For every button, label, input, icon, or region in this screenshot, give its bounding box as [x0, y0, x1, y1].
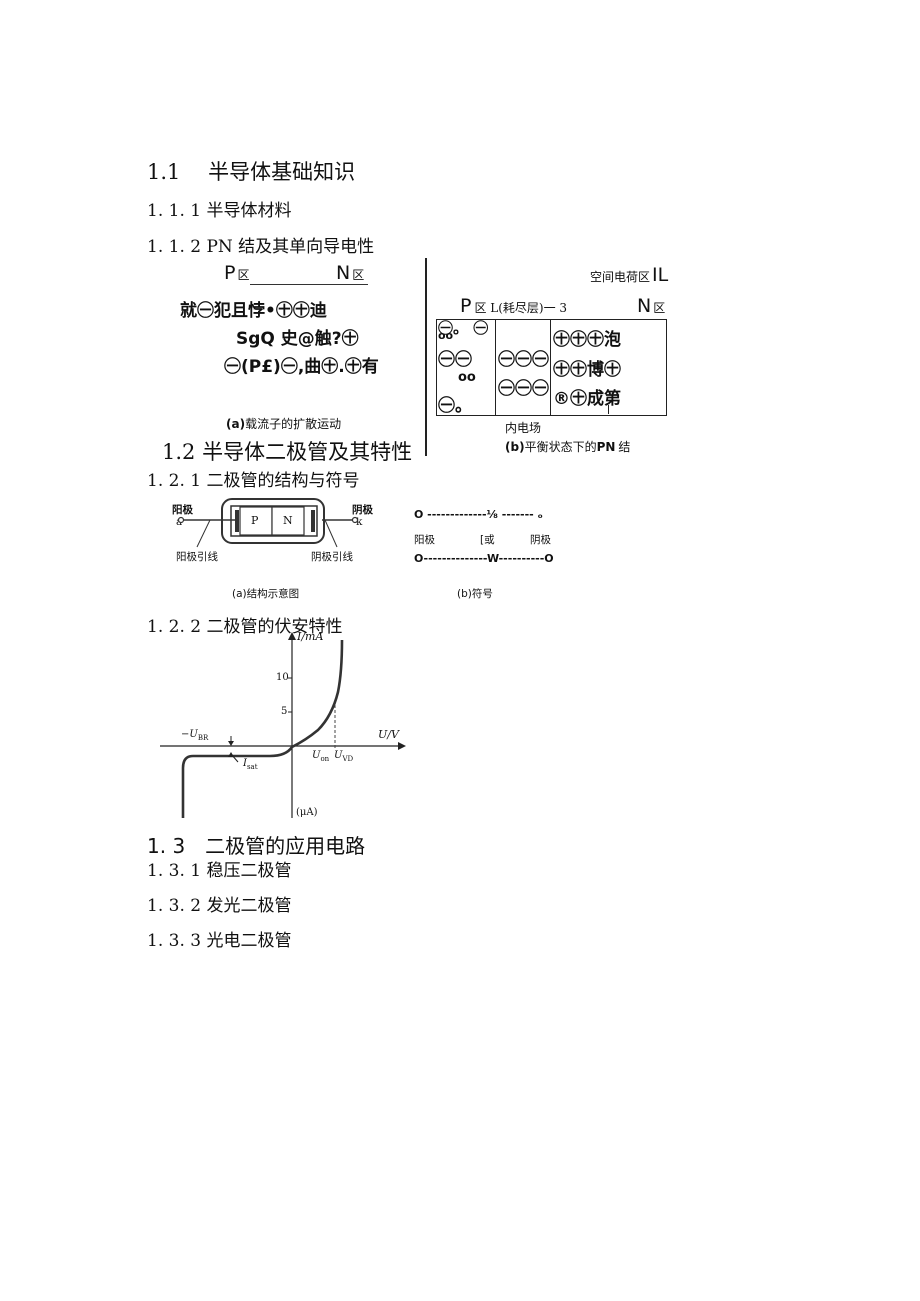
y-tick-label-10: 10 — [276, 672, 289, 683]
diode-package — [221, 498, 325, 544]
heading-1-3-3: 1. 3. 3 光电二极管 — [147, 931, 292, 951]
cathode-letter: k — [356, 516, 363, 528]
anode-lead-pointer — [196, 519, 211, 548]
symbol-line-1: O -------------⅛ ------- ₒ — [414, 508, 543, 521]
heading-1-1-2: 1. 1. 2 PN 结及其单向导电性 — [147, 237, 375, 257]
heading-1-3-2: 1. 3. 2 发光二极管 — [147, 896, 292, 916]
anode-label: 阳极 — [172, 504, 193, 516]
heading-1-3: 1. 3 二极管的应用电路 — [147, 834, 366, 858]
p-cell-row-1: ㊀。 ㊀ — [438, 319, 489, 337]
isat-pointer — [230, 753, 239, 763]
p-cell-row-4: ㊀。 — [438, 396, 472, 416]
tick-mark — [608, 405, 609, 414]
junction-right-boundary — [550, 319, 552, 416]
depletion-neg-row-2: ㊀㊀㊀ — [498, 379, 549, 399]
cathode-lead-label: 阴极引线 — [311, 551, 353, 563]
p-cell-row-3: oo — [458, 370, 476, 385]
n-block-label: N — [283, 514, 293, 527]
cathode-terminal — [351, 516, 359, 524]
symbol-mid-label: [或 — [480, 534, 495, 546]
symbol-anode-label: 阳极 — [414, 534, 435, 546]
n-region-block — [271, 506, 305, 536]
n-cell-row-3: ®㊉成第 — [553, 389, 621, 409]
cathode-electrode — [311, 510, 315, 532]
p-cell-row-0: oo — [438, 329, 454, 342]
p-cell-row-2: ㊀㊀ — [438, 350, 472, 370]
heading-1-2-2: 1. 2. 2 二极管的伏安特性 — [147, 617, 343, 637]
heading-1-1-1: 1. 1. 1 半导体材料 — [147, 201, 292, 221]
heading-1-3-1: 1. 3. 1 稳压二极管 — [147, 861, 292, 881]
cathode-label: 阴极 — [352, 504, 373, 516]
depletion-neg-row-1: ㊀㊀㊀ — [498, 350, 549, 370]
carrier-row-1: 就㊀犯且悖•㊉㊉迪 — [180, 301, 327, 321]
turn-on-voltage-label: Uon — [312, 750, 330, 763]
anode-lead-label: 阳极引线 — [176, 551, 218, 563]
p-region-block — [239, 506, 273, 536]
y-tick-label-5: 5 — [281, 706, 288, 717]
figure-caption-a: (a)载流子的扩散运动 — [226, 417, 342, 431]
anode-electrode — [235, 510, 239, 532]
n-cell-row-2: ㊉㊉博㊉ — [553, 360, 621, 380]
n-cell-row-1: ㊉㊉㊉泡 — [553, 330, 621, 350]
y-axis-label: I/mA — [297, 630, 324, 643]
junction-box — [436, 319, 667, 416]
carrier-row-3: ㊀(P£)㊀,曲㊉.㊉有 — [224, 357, 379, 377]
figure-divider — [425, 258, 427, 456]
junction-left-boundary — [495, 319, 497, 416]
iv-curve — [181, 639, 344, 818]
vd-voltage-label: UVD — [334, 750, 354, 763]
diode-chip — [230, 505, 318, 537]
heading-1-2-1: 1. 2. 1 二极管的结构与符号 — [147, 471, 360, 491]
p-block-label: P — [251, 514, 259, 527]
breakdown-voltage-label: −UBR — [181, 729, 209, 742]
x-axis-label: U/V — [378, 728, 399, 741]
y-axis-arrow — [288, 632, 296, 640]
structure-caption: (a)结构示意图 — [232, 588, 300, 600]
x-axis-arrow — [398, 742, 406, 750]
carrier-row-2: SgQ 史@触?㊉ — [236, 329, 359, 349]
heading-1-2: 1.2 半导体二极管及其特性 — [162, 440, 413, 464]
symbol-cathode-label: 阴极 — [530, 534, 551, 546]
saturation-current-label: Isat — [243, 758, 258, 771]
symbol-line-2: O--------------W----------O — [414, 552, 554, 565]
symbol-caption: (b)符号 — [457, 588, 493, 600]
heading-1-1: 1.1 半导体基础知识 — [147, 160, 356, 184]
inner-field-label: 内电场 — [505, 421, 542, 435]
microamp-label: (μA) — [296, 807, 318, 818]
cathode-lead-pointer — [324, 519, 338, 548]
pn-baseline — [250, 284, 368, 285]
isat-arrow-top-head — [228, 741, 234, 746]
anode-terminal — [177, 516, 185, 524]
